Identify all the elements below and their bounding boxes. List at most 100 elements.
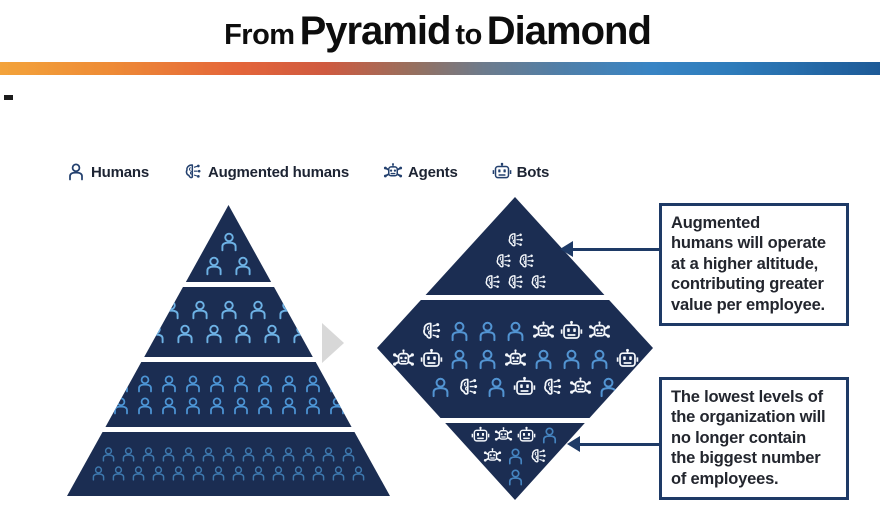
human-icon (504, 320, 527, 343)
diamond-top-section (425, 197, 605, 295)
human-icon (261, 323, 283, 345)
human-icon (180, 446, 197, 463)
human-icon (140, 446, 157, 463)
human-icon (218, 231, 240, 253)
icon-row (483, 447, 548, 466)
human-icon (597, 376, 620, 399)
bot-icon (492, 162, 512, 182)
icon-row (218, 231, 240, 253)
human-icon (310, 465, 327, 482)
human-icon (290, 323, 312, 345)
augmented-icon (529, 447, 548, 466)
human-icon (429, 376, 452, 399)
icon-row (471, 426, 559, 445)
human-icon (476, 348, 499, 371)
agent-icon (483, 447, 502, 466)
human-icon (279, 374, 299, 394)
icon-row (203, 255, 254, 277)
human-icon (506, 447, 525, 466)
human-icon (303, 374, 323, 394)
human-icon (190, 465, 207, 482)
human-icon (189, 299, 211, 321)
human-icon (247, 299, 269, 321)
human-icon (100, 446, 117, 463)
bot-icon (517, 426, 536, 445)
diamond-diagram (377, 197, 653, 500)
bot-icon (616, 348, 639, 371)
human-icon (90, 465, 107, 482)
legend-label: Agents (407, 163, 458, 181)
legend-item-augmented-humans: Augmented humans (183, 162, 349, 182)
human-icon (120, 446, 137, 463)
bot-icon (513, 376, 536, 399)
human-icon (66, 162, 86, 182)
augmented-icon (506, 231, 525, 250)
human-icon (330, 465, 347, 482)
human-icon (303, 396, 323, 416)
human-icon (145, 323, 167, 345)
augmented-icon (483, 273, 502, 292)
augmented-icon (541, 376, 564, 399)
icon-row (483, 273, 548, 292)
human-icon (232, 323, 254, 345)
human-icon (110, 465, 127, 482)
human-icon (240, 446, 257, 463)
human-icon (207, 396, 227, 416)
human-icon (183, 374, 203, 394)
agent-icon (392, 348, 415, 371)
icon-row (506, 468, 525, 487)
augmented-icon (420, 320, 443, 343)
human-icon (270, 465, 287, 482)
human-icon (560, 348, 583, 371)
agent-icon (588, 320, 611, 343)
pyramid-tier-1 (185, 205, 272, 282)
icon-row (145, 323, 312, 345)
human-icon (159, 396, 179, 416)
human-icon (485, 376, 508, 399)
legend: Humans Augmented humans Agents Bots (66, 162, 549, 182)
leader-line-bottom (579, 443, 659, 446)
human-icon (232, 255, 254, 277)
human-icon (135, 396, 155, 416)
human-icon (327, 396, 347, 416)
human-icon (230, 465, 247, 482)
legend-item-bots: Bots (492, 162, 550, 182)
legend-label: Augmented humans (207, 163, 349, 181)
pyramid-tier-3 (105, 362, 352, 427)
augmented-icon (529, 273, 548, 292)
human-icon (220, 446, 237, 463)
bot-icon (560, 320, 583, 343)
legend-label: Humans (91, 163, 149, 181)
icon-row (111, 374, 347, 394)
human-icon (207, 374, 227, 394)
leader-arrowhead-top-icon (560, 241, 573, 257)
screen-artifact (4, 95, 13, 100)
augmented-icon (457, 376, 480, 399)
human-icon (231, 374, 251, 394)
human-icon (174, 323, 196, 345)
augmented-human-icon (183, 162, 203, 182)
callout-lowest-levels: The lowest levels of the organization wi… (659, 377, 849, 501)
human-icon (231, 396, 251, 416)
icon-row (111, 396, 347, 416)
diamond-middle-section (377, 300, 653, 418)
legend-label: Bots (516, 163, 550, 181)
augmented-icon (494, 252, 513, 271)
leader-arrowhead-bottom-icon (567, 436, 580, 452)
agent-icon (383, 162, 403, 182)
human-icon (327, 374, 347, 394)
agent-icon (532, 320, 555, 343)
human-icon (532, 348, 555, 371)
bot-icon (420, 348, 443, 371)
human-icon (279, 396, 299, 416)
gradient-divider (0, 62, 880, 75)
human-icon (255, 374, 275, 394)
augmented-icon (506, 273, 525, 292)
leader-line-top (572, 248, 659, 251)
agent-icon (569, 376, 592, 399)
pyramid-tier-4 (67, 432, 390, 496)
human-icon (290, 465, 307, 482)
human-icon (448, 320, 471, 343)
human-icon (170, 465, 187, 482)
diamond-bottom-section (445, 423, 585, 500)
